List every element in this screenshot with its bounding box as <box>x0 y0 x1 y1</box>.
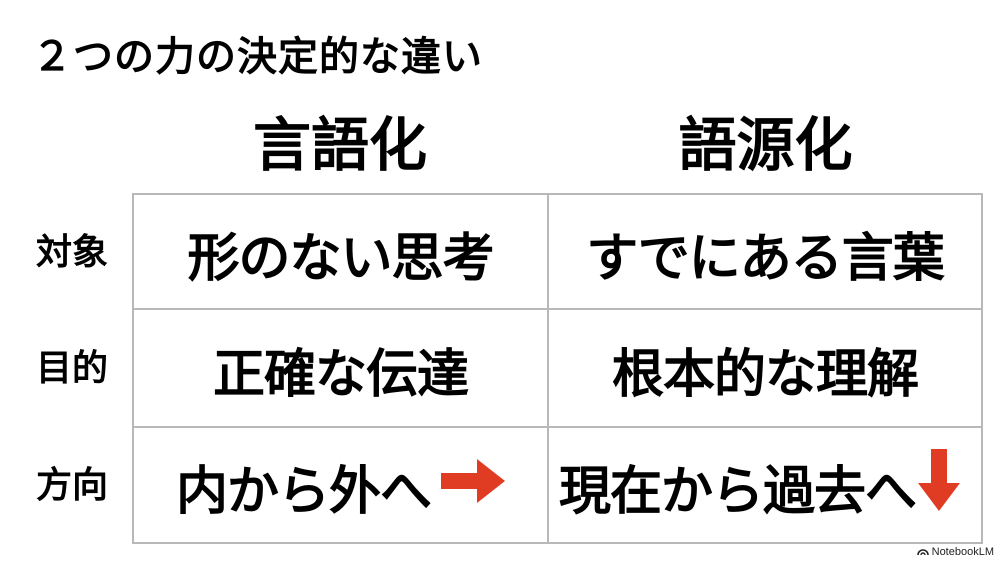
cell-text: 内から外へ <box>175 461 432 522</box>
column-header-gogenka: 語源化 <box>678 111 853 179</box>
cell-text: 根本的な理解 <box>611 344 919 405</box>
brand-label: NotebookLM <box>931 546 994 558</box>
table-divider <box>132 308 983 310</box>
row-label-purpose: 目的 <box>35 348 108 389</box>
column-header-gengoka: 言語化 <box>252 111 427 179</box>
cell-text: すでにある言葉 <box>586 228 945 289</box>
arrow-right-icon <box>441 456 505 516</box>
table-cell: 形のない思考 <box>134 195 547 311</box>
comparison-table <box>132 193 983 544</box>
row-label-target: 対象 <box>35 232 108 273</box>
brand-watermark: NotebookLM <box>916 546 994 558</box>
table-cell: 正確な伝達 <box>134 311 547 427</box>
row-label-direction: 方向 <box>35 465 108 506</box>
table-divider <box>132 426 983 428</box>
slide-title: ２つの力の決定的な違い <box>32 34 483 80</box>
notebooklm-logo-icon <box>916 546 929 558</box>
table-cell: 現在から過去へ <box>549 428 981 544</box>
cell-text: 現在から過去へ <box>559 461 917 522</box>
cell-text: 形のない思考 <box>187 228 494 289</box>
cell-text: 正確な伝達 <box>212 344 469 405</box>
table-cell: すでにある言葉 <box>549 195 981 311</box>
table-cell: 根本的な理解 <box>549 311 981 427</box>
table-cell: 内から外へ <box>134 428 547 544</box>
table-divider <box>547 193 549 544</box>
arrow-down-icon <box>918 448 961 524</box>
